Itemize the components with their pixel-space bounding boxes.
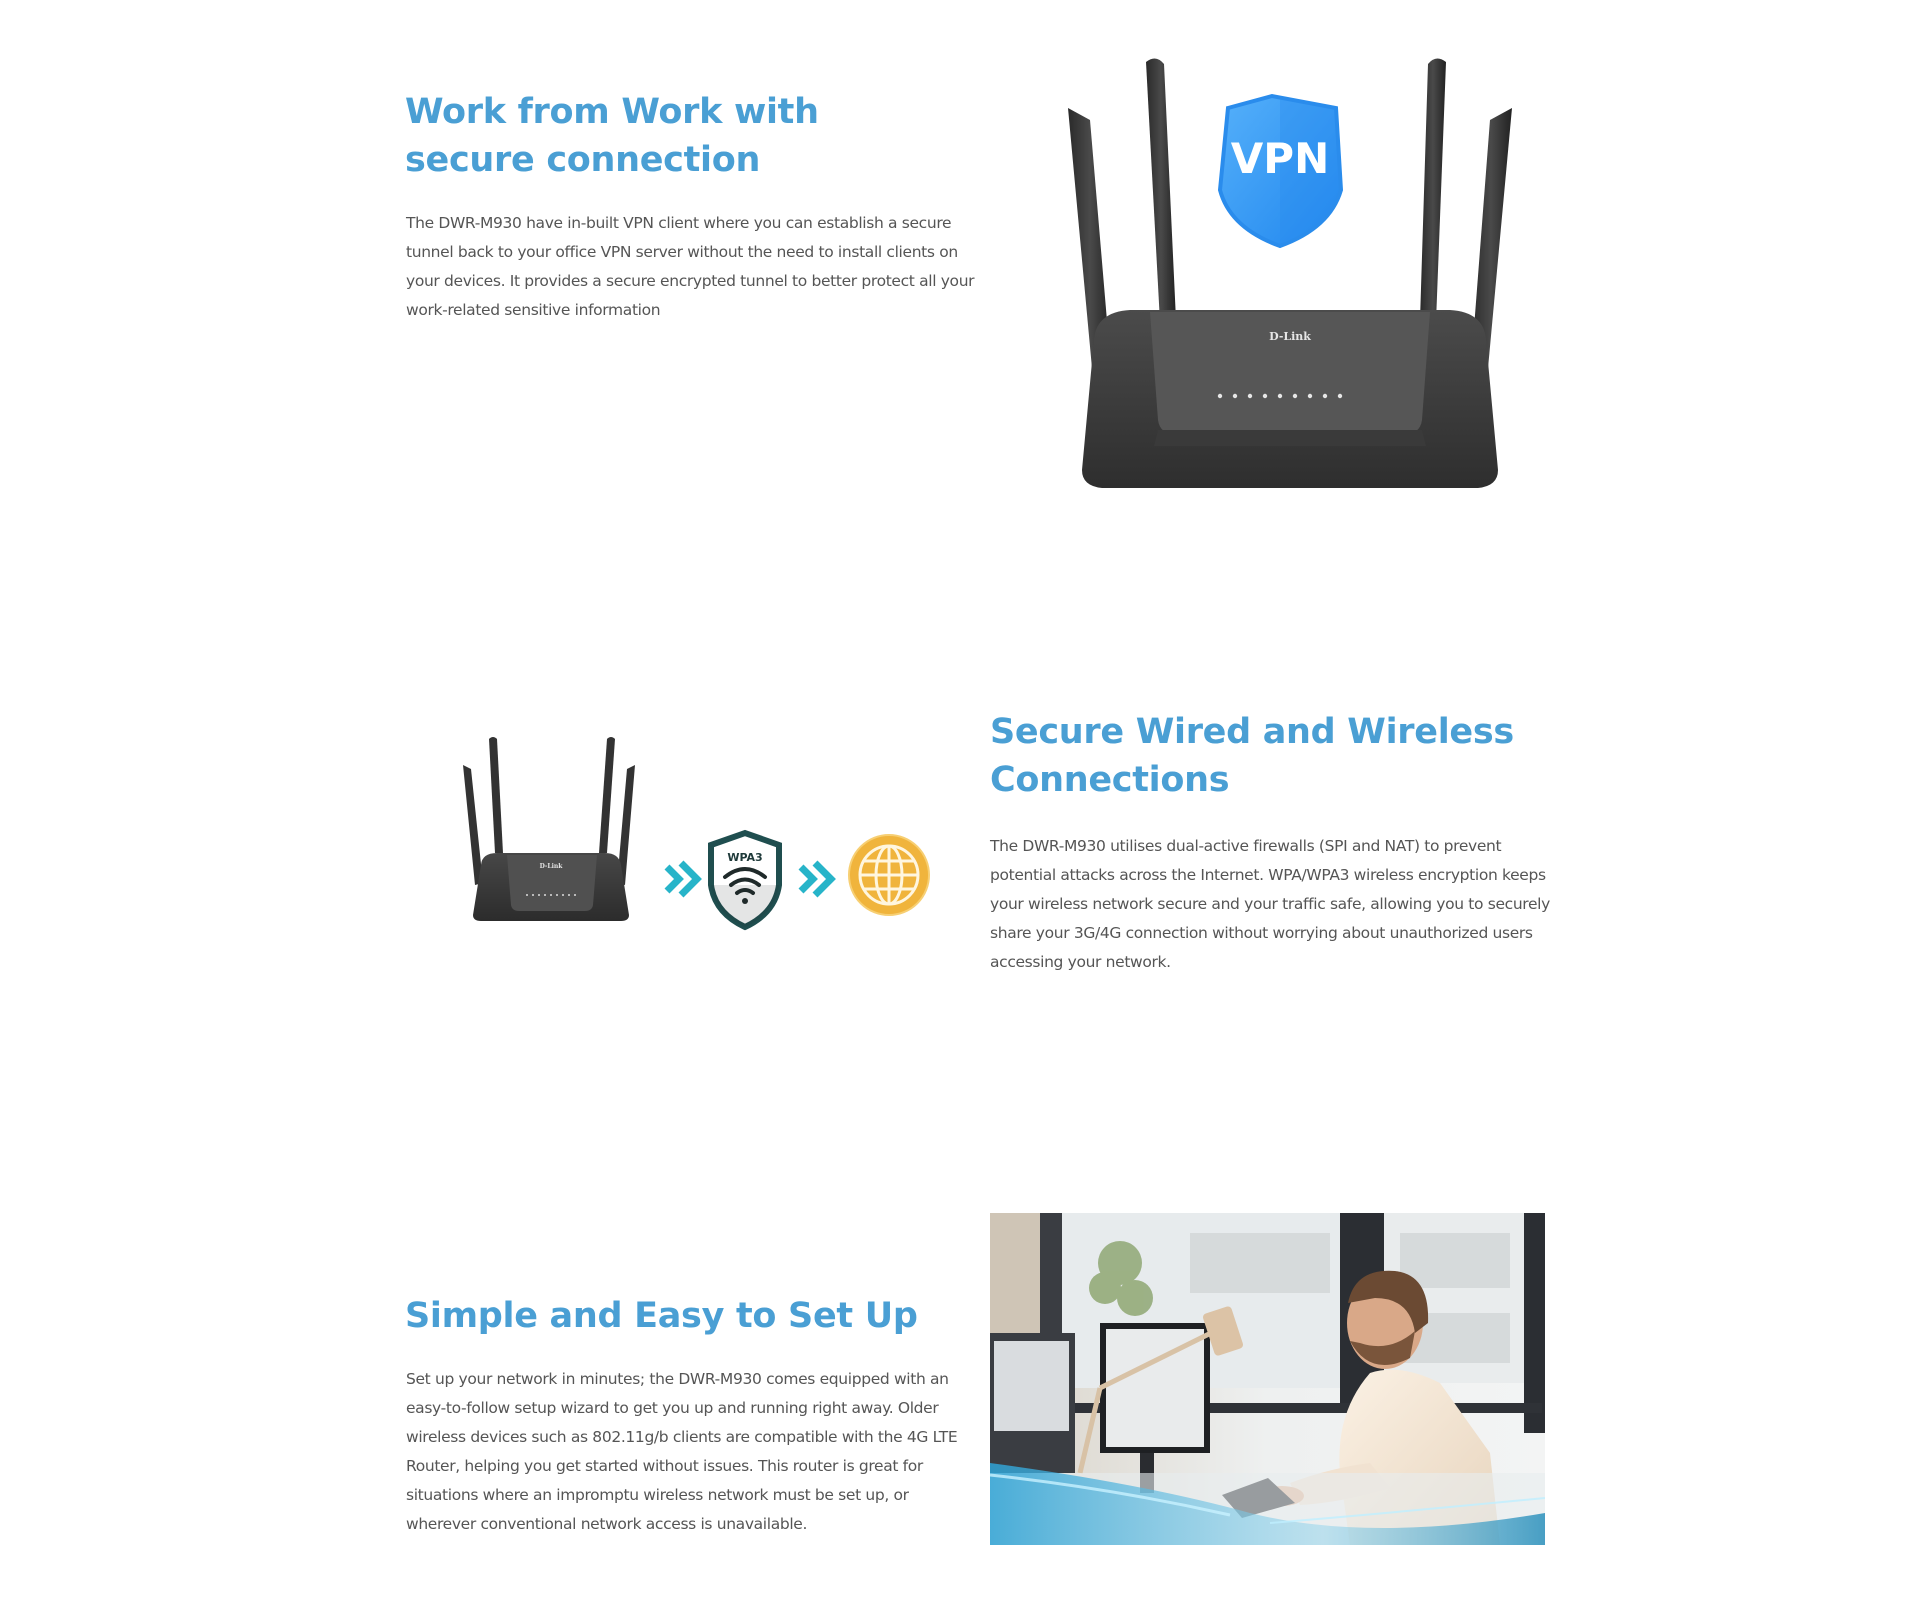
- title-line: Secure Wired and Wireless: [990, 712, 1514, 752]
- title-line: secure connection: [405, 140, 761, 180]
- feature-title-secure-connections: Secure Wired and Wireless Connections: [990, 708, 1550, 804]
- svg-text:D-Link: D-Link: [540, 863, 564, 870]
- led-indicators: [1217, 393, 1343, 399]
- title-line: Work from Work with: [405, 92, 819, 132]
- antenna-icon: [1068, 58, 1512, 390]
- office-worker-photo: [990, 1213, 1545, 1545]
- wpa3-shield-icon: WPA3: [708, 829, 782, 931]
- svg-text:D-Link: D-Link: [1269, 330, 1311, 343]
- chevron-right-icon: [664, 860, 702, 898]
- router-icon: D-Link: [463, 737, 635, 921]
- router-body: D-Link: [1082, 310, 1498, 488]
- feature-title-vpn: Work from Work with secure connection: [405, 88, 865, 184]
- feature-description-easy-setup: Set up your network in minutes; the DWR-…: [406, 1370, 958, 1533]
- svg-text:VPN: VPN: [1231, 134, 1329, 183]
- wifi-icon: [723, 867, 767, 895]
- title-line: Connections: [990, 760, 1230, 800]
- globe-icon: [848, 834, 930, 916]
- router-wpa3-internet-diagram: D-Link WPA3: [445, 735, 945, 935]
- feature-description-vpn: The DWR-M930 have in-built VPN client wh…: [406, 214, 975, 319]
- vpn-shield-icon: VPN: [1217, 93, 1344, 249]
- chevron-right-icon: [798, 860, 836, 898]
- wpa3-label: WPA3: [727, 851, 762, 864]
- plant: [1089, 1241, 1153, 1316]
- router-vpn-image: VPN D-Link: [1050, 50, 1530, 495]
- feature-description-secure-connections: The DWR-M930 utilises dual-active firewa…: [990, 837, 1550, 971]
- desk-lamp: [1077, 1306, 1244, 1474]
- feature-title-easy-setup: Simple and Easy to Set Up: [405, 1296, 918, 1336]
